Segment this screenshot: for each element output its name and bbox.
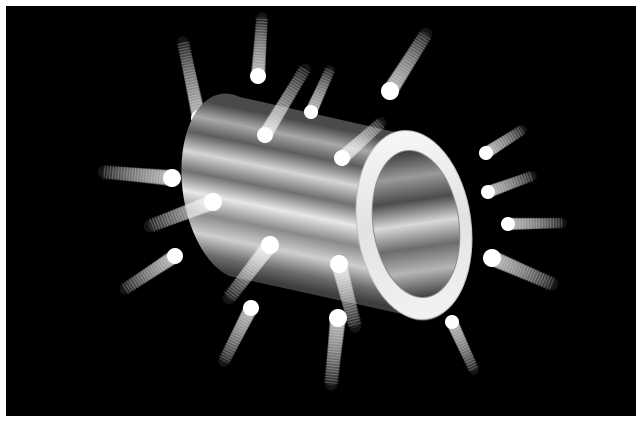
particle-head (329, 309, 347, 327)
particle-head (334, 150, 350, 166)
particle-head (243, 300, 259, 316)
particle-head (167, 248, 183, 264)
particle-head (381, 82, 399, 100)
particle-head (483, 249, 501, 267)
particle-head (481, 185, 495, 199)
particle-head (304, 105, 318, 119)
particle-head (204, 193, 222, 211)
particle-head (501, 217, 515, 231)
particle-head (445, 315, 459, 329)
particle-head (250, 68, 266, 84)
particle-head (479, 146, 493, 160)
particle-head (257, 127, 273, 143)
particle-head (261, 236, 279, 254)
particle-head (163, 169, 181, 187)
particle-head (330, 255, 348, 273)
